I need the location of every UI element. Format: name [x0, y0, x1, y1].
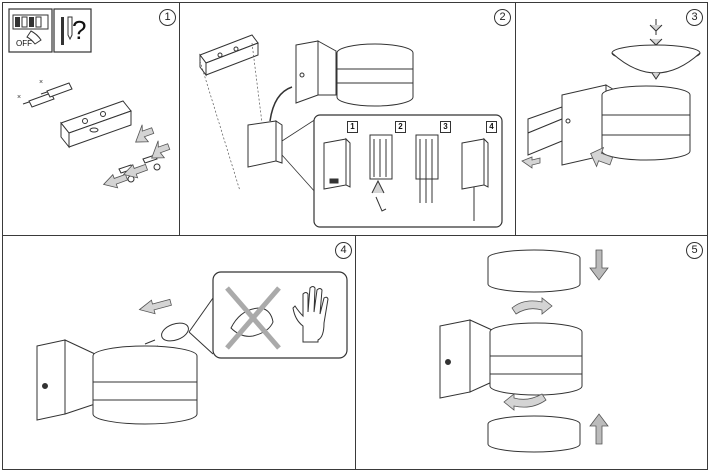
substep-3-label: 3 — [440, 121, 451, 133]
step-number: 4 — [335, 242, 352, 259]
substep-1-label: 1 — [347, 121, 358, 133]
wall-bracket — [199, 34, 259, 77]
step-1-illustration: × × — [8, 8, 171, 189]
lamp-unit — [295, 40, 414, 107]
lamp-unit — [36, 339, 198, 425]
step-5-illustration — [439, 249, 609, 453]
step-4-panel: 4 — [2, 235, 356, 470]
step-3-panel: 3 — [515, 2, 708, 236]
bulb-handling-callout — [212, 271, 348, 359]
breaker-off-label: OFF — [16, 39, 32, 48]
substep-4-label: 4 — [486, 121, 497, 133]
up-arrow — [589, 413, 609, 445]
top-ring — [487, 249, 581, 293]
rotate-arrow-bottom — [503, 393, 547, 411]
junction-box — [247, 120, 283, 168]
step-3-illustration — [521, 19, 701, 169]
tools-question-icon — [53, 8, 92, 53]
question-mark: ? — [72, 15, 87, 45]
glass-dome — [611, 19, 701, 80]
step-1-panel: 1 × — [2, 2, 180, 236]
step-2-panel: 2 — [179, 2, 516, 236]
direction-arrows — [102, 124, 171, 189]
svg-text:×: × — [17, 94, 21, 101]
step-number: 5 — [686, 242, 703, 259]
down-arrow — [589, 249, 609, 281]
no-bare-hand-icon — [225, 286, 281, 350]
breaker-off-icon — [8, 8, 53, 53]
bottom-ring — [487, 415, 581, 453]
lamp-body — [561, 84, 691, 166]
svg-text:×: × — [39, 79, 43, 86]
substep-2-label: 2 — [395, 121, 406, 133]
screw-arrow — [521, 156, 541, 169]
cable — [269, 86, 293, 122]
lamp-unit — [439, 319, 583, 399]
pull-arrow — [138, 298, 172, 315]
step-number: 2 — [494, 9, 511, 26]
wiring-substeps — [323, 134, 489, 221]
rotate-arrow-top — [511, 297, 553, 315]
glove-icon — [292, 286, 329, 343]
mounting-bracket — [60, 100, 132, 149]
step-2-illustration — [199, 34, 503, 228]
step-4-illustration — [36, 271, 348, 425]
wiring-detail-box — [313, 114, 503, 228]
step-number: 3 — [686, 9, 703, 26]
step-number: 1 — [159, 9, 176, 26]
step-5-panel: 5 — [355, 235, 708, 470]
g9-bulb — [144, 322, 189, 351]
wall-plugs: × × — [17, 79, 73, 108]
bracket — [527, 106, 563, 156]
push-arrow — [590, 146, 614, 168]
